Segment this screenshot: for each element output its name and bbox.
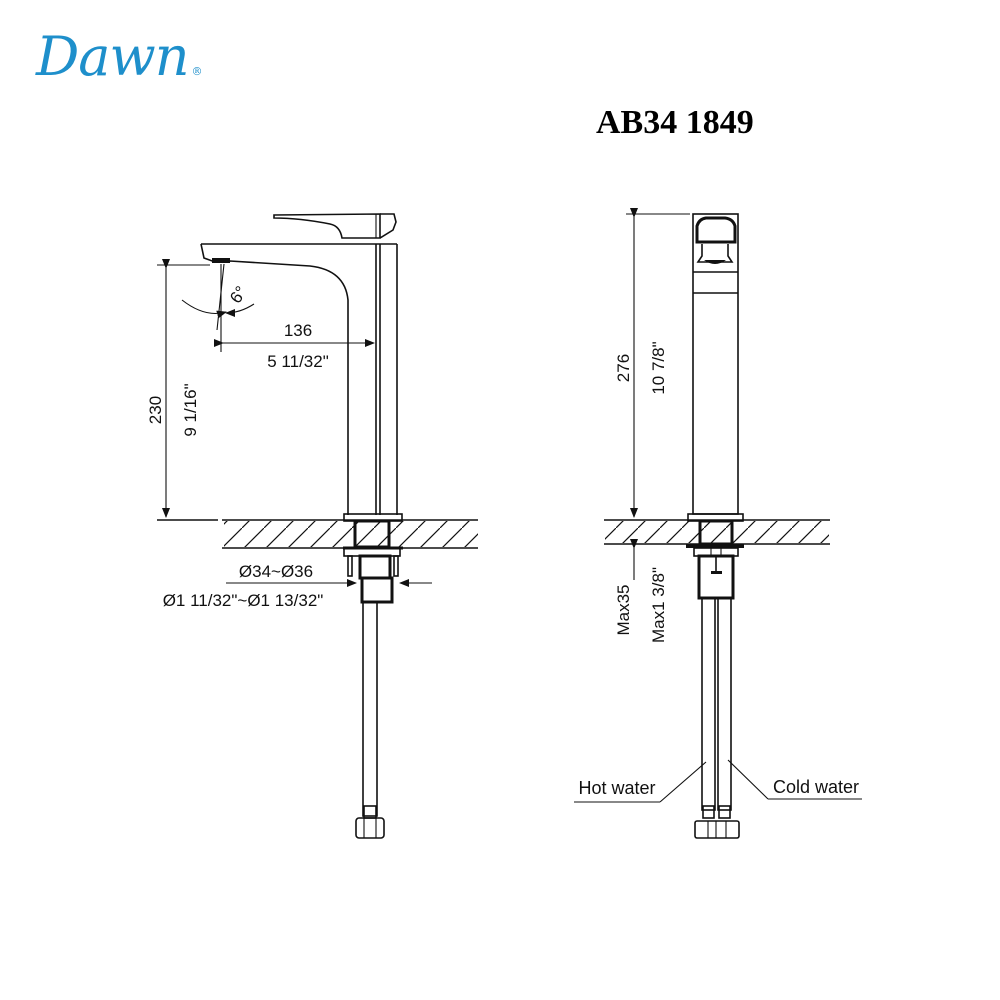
max-deck-mm: Max35 bbox=[614, 584, 633, 635]
max-deck-in: Max1 3/8" bbox=[649, 567, 668, 643]
spout-angle: 6° bbox=[226, 283, 251, 307]
front-view: 276 10 7/8" Max35 Max1 3/8" Hot water Co… bbox=[574, 208, 862, 839]
spout-reach-mm: 136 bbox=[284, 321, 312, 340]
cold-water-label: Cold water bbox=[773, 777, 859, 797]
brand-logo: Dawn® bbox=[36, 30, 203, 84]
front-dimensions: 276 10 7/8" Max35 Max1 3/8" Hot water Co… bbox=[574, 208, 862, 803]
mount-hole-in: Ø1 11/32"~Ø1 13/32" bbox=[163, 591, 324, 610]
side-view: 230 9 1/16" 6° 136 5 11/32" Ø34~Ø36 Ø1 1… bbox=[146, 213, 478, 839]
model-number: AB34 1849 bbox=[596, 104, 754, 141]
side-dimensions: 230 9 1/16" 6° 136 5 11/32" Ø34~Ø36 Ø1 1… bbox=[146, 259, 432, 610]
countertop-right bbox=[604, 519, 830, 545]
total-height-in: 10 7/8" bbox=[649, 341, 668, 394]
faucet-side-body bbox=[200, 213, 403, 839]
brand-name: Dawn bbox=[36, 25, 189, 88]
faucet-front-body bbox=[686, 213, 744, 839]
spout-reach-in: 5 11/32" bbox=[267, 352, 329, 371]
countertop-left bbox=[157, 519, 478, 549]
mount-hole-mm: Ø34~Ø36 bbox=[239, 562, 313, 581]
spout-height-mm: 230 bbox=[146, 396, 165, 424]
hot-water-label: Hot water bbox=[578, 778, 655, 798]
total-height-mm: 276 bbox=[614, 354, 633, 382]
registered-mark: ® bbox=[191, 65, 203, 78]
spout-height-in: 9 1/16" bbox=[181, 383, 200, 436]
